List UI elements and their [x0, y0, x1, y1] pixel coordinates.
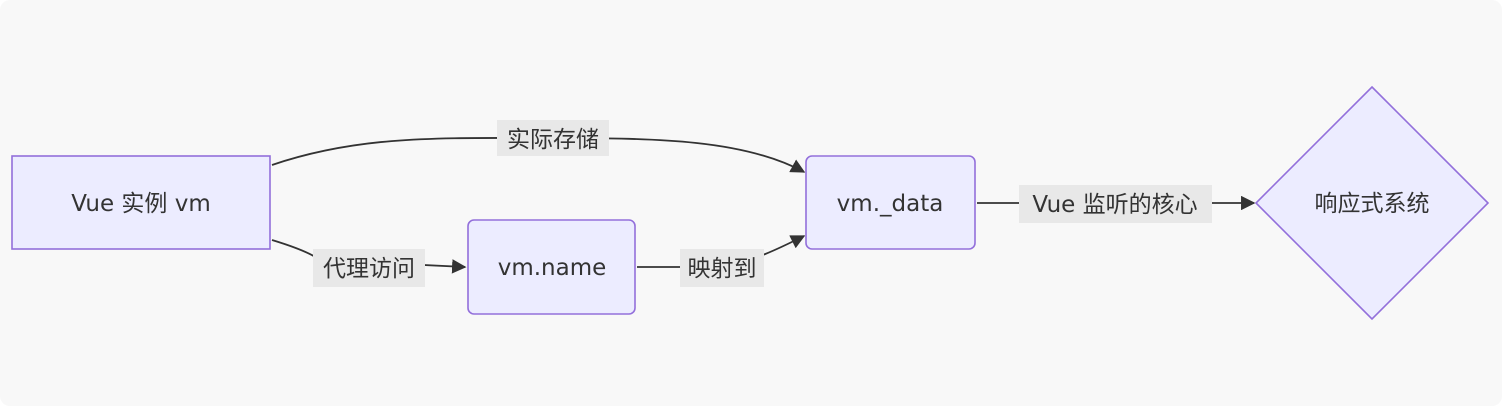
edge-label-name-to-data: 映射到: [680, 249, 764, 287]
node-label: vm._data: [837, 191, 944, 217]
node-vm-data[interactable]: vm._data: [805, 155, 976, 250]
edge-label-instance-to-data: 实际存储: [497, 120, 609, 156]
edge-label-instance-to-name: 代理访问: [313, 249, 425, 287]
edge-label-text: Vue 监听的核心: [1032, 192, 1197, 218]
node-label: Vue 实例 vm: [71, 191, 211, 217]
node-reactive-system[interactable]: 响应式系统: [1254, 85, 1490, 321]
node-label: 响应式系统: [1315, 191, 1430, 217]
edge-label-text: 实际存储: [507, 127, 599, 153]
edge-label-text: 映射到: [688, 256, 757, 282]
node-vue-instance[interactable]: Vue 实例 vm: [11, 155, 271, 250]
node-label: vm.name: [498, 255, 607, 281]
node-vm-name[interactable]: vm.name: [467, 219, 636, 315]
edge-label-text: 代理访问: [323, 256, 415, 282]
edge-label-data-to-reactive: Vue 监听的核心: [1019, 185, 1212, 223]
